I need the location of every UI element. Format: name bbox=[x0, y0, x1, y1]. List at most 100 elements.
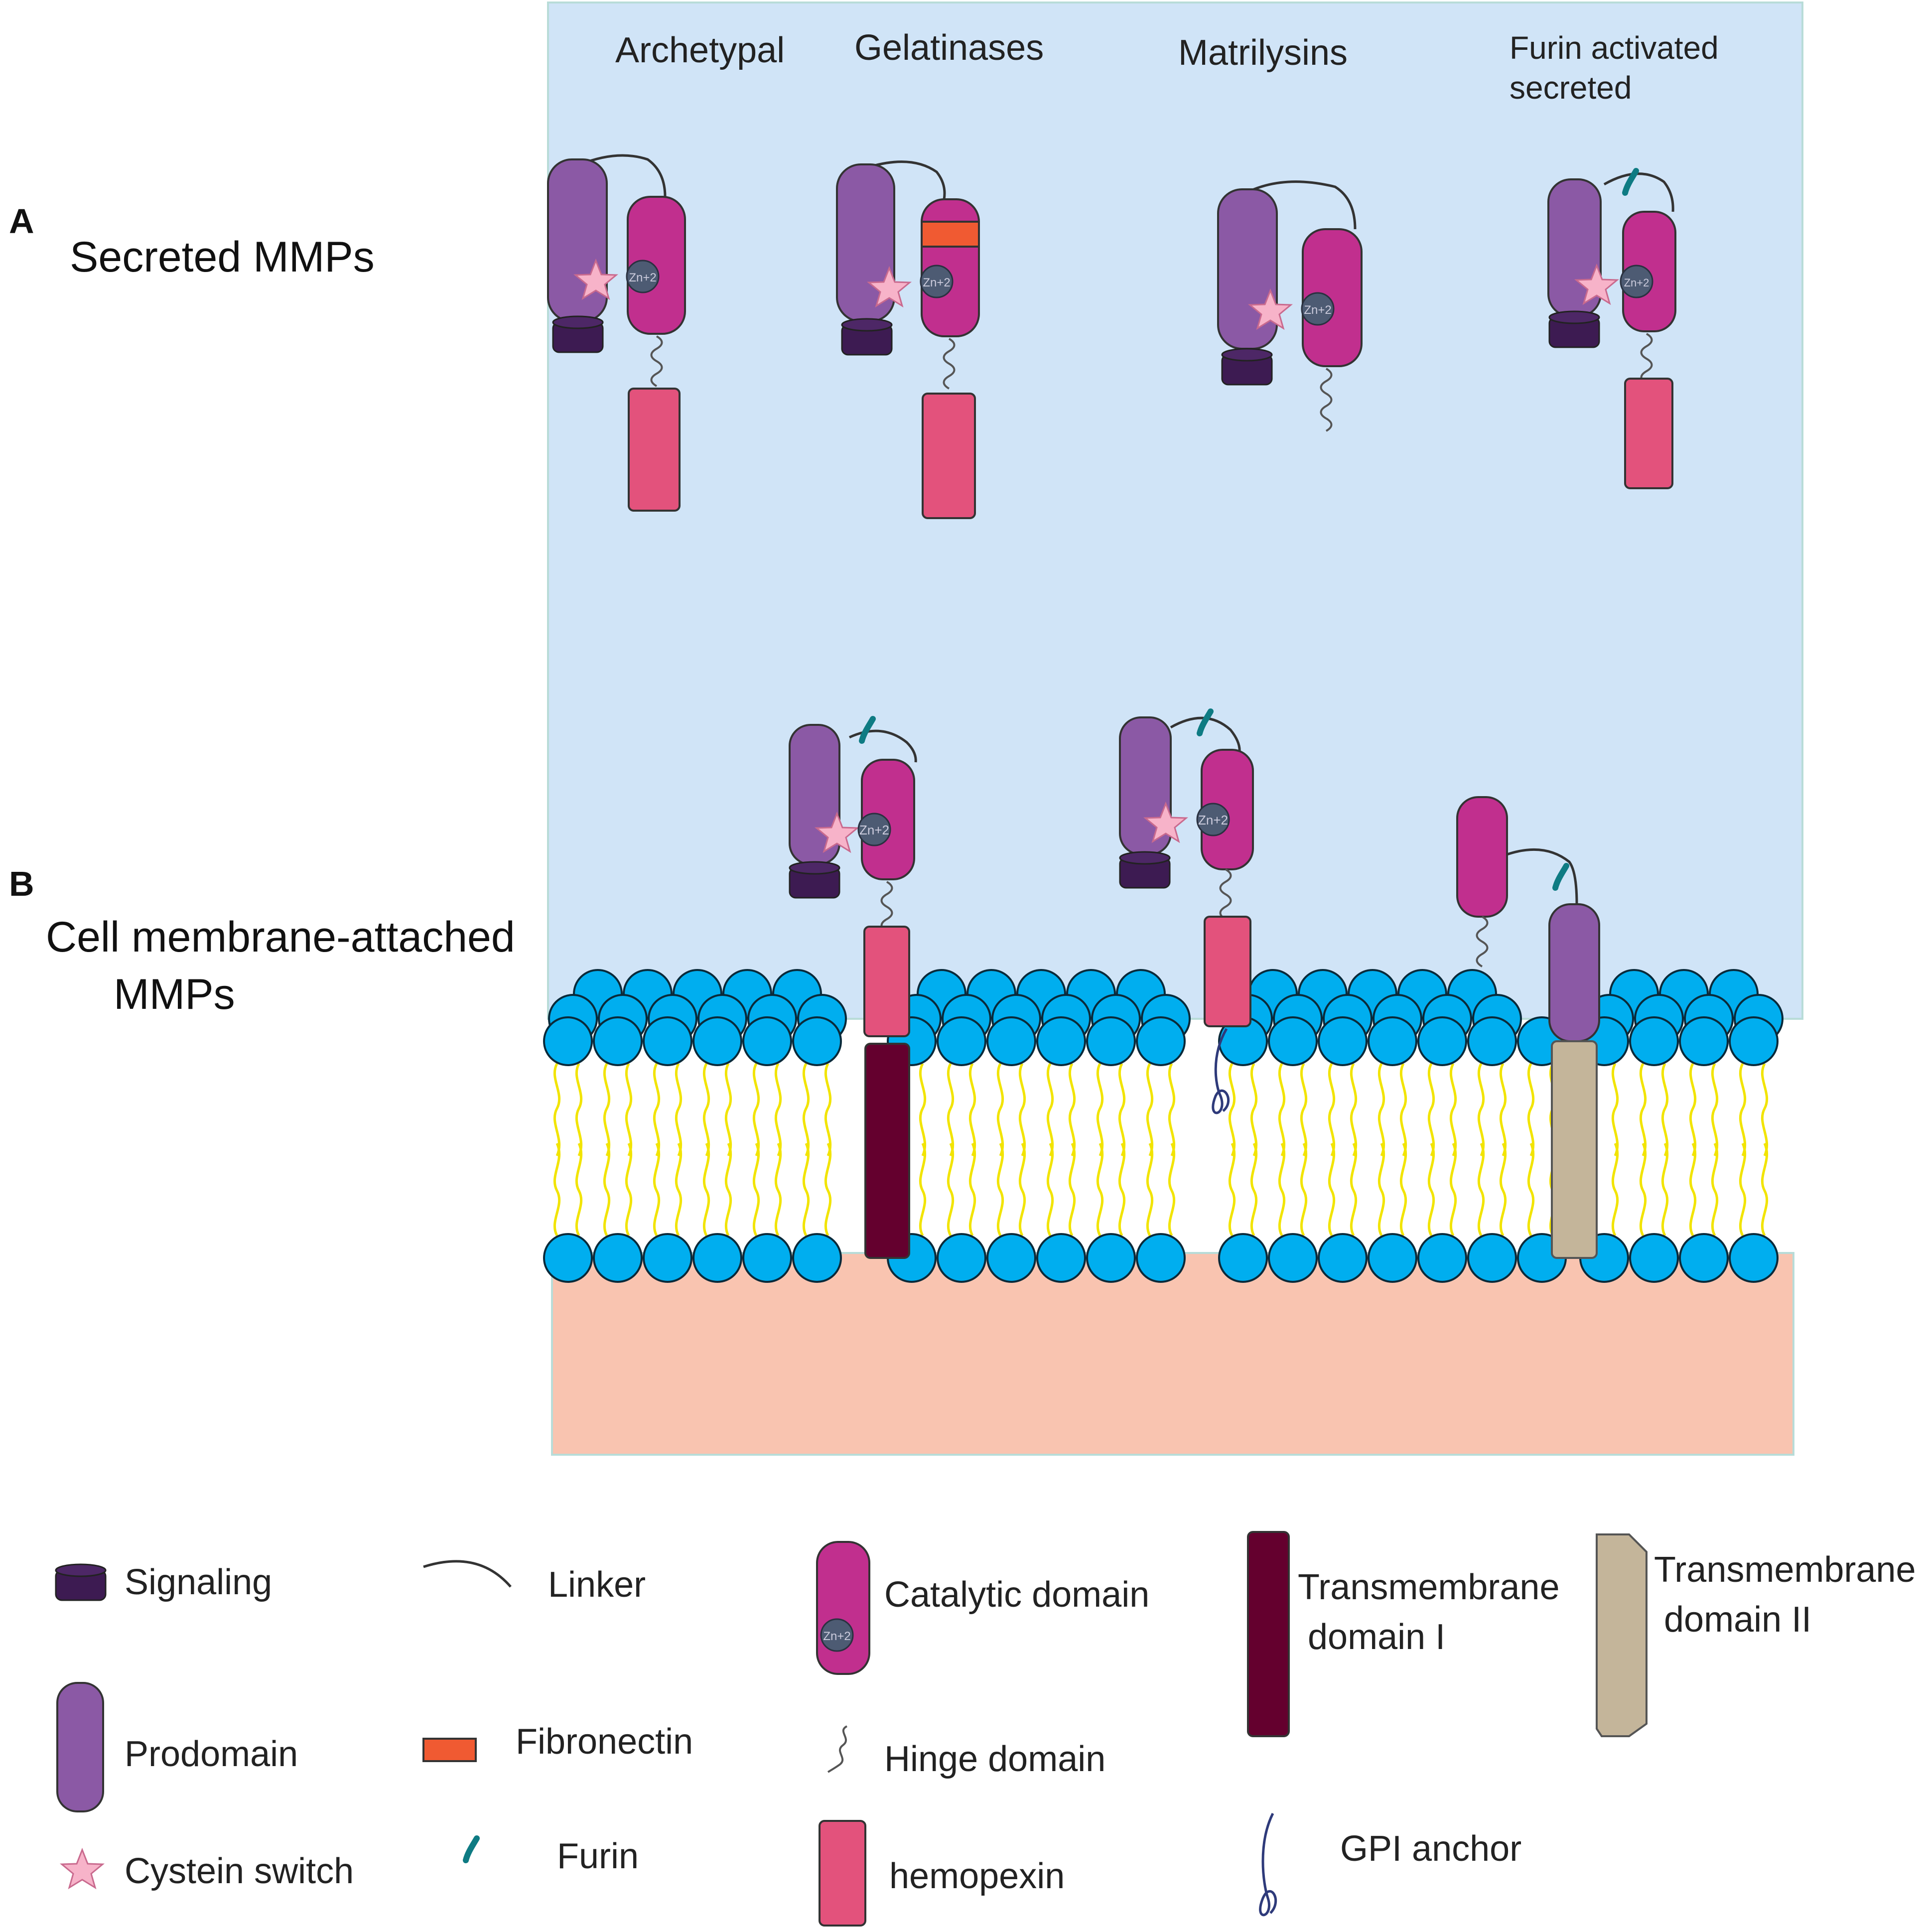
legend-hinge: Hinge domain bbox=[884, 1739, 1105, 1779]
lipid-tail bbox=[1351, 1143, 1356, 1236]
legend: Signaling Prodomain Cystein switch Linke… bbox=[55, 1531, 1916, 1927]
lipid-tail bbox=[1301, 1143, 1306, 1236]
legend-hinge-icon bbox=[827, 1725, 848, 1773]
lipid-head-inner bbox=[643, 1233, 692, 1283]
mmp-matrilysins: Zn+2 bbox=[1217, 180, 1363, 432]
lipid-tail bbox=[1613, 1143, 1617, 1236]
lipid-head-outer bbox=[593, 1016, 643, 1066]
mmp-gelatinases: Zn+2 bbox=[836, 160, 980, 519]
lipid-tail bbox=[1740, 1064, 1745, 1156]
lipid-tail bbox=[1251, 1064, 1256, 1156]
signaling bbox=[841, 318, 893, 356]
lipid-head-outer bbox=[1417, 1016, 1467, 1066]
lipid-head-outer bbox=[1036, 1016, 1086, 1066]
lipid-head-inner bbox=[1136, 1233, 1186, 1283]
lipid-tail bbox=[1070, 1143, 1074, 1236]
lipid-tail bbox=[920, 1143, 925, 1236]
lipid-tail bbox=[948, 1143, 953, 1236]
lipid-tail bbox=[1230, 1064, 1234, 1156]
lipid-tail bbox=[1230, 1143, 1234, 1236]
column-matrilysins: Matrilysins bbox=[1178, 33, 1348, 73]
legend-tm2-line1: Transmembrane bbox=[1654, 1550, 1916, 1590]
hemopexin bbox=[1204, 916, 1251, 1027]
legend-furin: Furin bbox=[557, 1836, 639, 1876]
lipid-tail bbox=[1690, 1064, 1695, 1156]
lipid-head-inner bbox=[1086, 1233, 1136, 1283]
legend-gpi: GPI anchor bbox=[1340, 1829, 1521, 1869]
lipid-tail bbox=[1641, 1143, 1645, 1236]
svg-text:Zn+2: Zn+2 bbox=[859, 823, 889, 837]
lipid-tail bbox=[1169, 1064, 1174, 1156]
lipid-tail bbox=[998, 1064, 1002, 1156]
lipid-head-outer bbox=[1467, 1016, 1517, 1066]
hemopexin bbox=[863, 926, 910, 1037]
lipid-head-inner bbox=[937, 1233, 986, 1283]
transmembrane-domain-1 bbox=[864, 1043, 910, 1259]
lipid-tail bbox=[1641, 1064, 1645, 1156]
lipid-tail bbox=[1379, 1064, 1383, 1156]
legend-gpi-icon bbox=[1259, 1812, 1277, 1917]
lipid-head-outer bbox=[937, 1016, 986, 1066]
lipid-head-outer bbox=[1318, 1016, 1368, 1066]
lipid-tail bbox=[776, 1143, 780, 1236]
lipid-tail bbox=[1740, 1143, 1745, 1236]
lipid-tail bbox=[1020, 1143, 1024, 1236]
lipid-head-inner bbox=[1629, 1233, 1679, 1283]
legend-linker-icon bbox=[423, 1560, 512, 1588]
signaling bbox=[1119, 851, 1171, 889]
svg-text:Zn+2: Zn+2 bbox=[1624, 276, 1649, 289]
lipid-tail bbox=[1712, 1064, 1717, 1156]
column-furin-line1: Furin activated bbox=[1510, 30, 1719, 66]
lipid-tail bbox=[1048, 1143, 1052, 1236]
svg-text:Zn+2: Zn+2 bbox=[823, 1630, 850, 1643]
lipid-head-inner bbox=[593, 1233, 643, 1283]
lipid-head-outer bbox=[1268, 1016, 1318, 1066]
legend-tm1-line2: domain I bbox=[1308, 1617, 1445, 1657]
lipid-tail bbox=[1762, 1143, 1767, 1236]
prodomain bbox=[1217, 188, 1278, 350]
svg-text:Zn+2: Zn+2 bbox=[923, 276, 950, 289]
lipid-head-outer bbox=[1368, 1016, 1417, 1066]
catalytic-domain bbox=[1456, 796, 1508, 918]
lipid-head-inner bbox=[1679, 1233, 1729, 1283]
lipid-tail bbox=[704, 1143, 708, 1236]
legend-prodomain: Prodomain bbox=[125, 1734, 298, 1774]
svg-text:Zn+2: Zn+2 bbox=[1304, 303, 1331, 317]
lipid-tail bbox=[825, 1143, 830, 1236]
linker bbox=[580, 154, 667, 197]
lipid-head-inner bbox=[1218, 1233, 1268, 1283]
lipid-tail bbox=[1501, 1143, 1505, 1236]
extracellular-space bbox=[547, 1, 1803, 1020]
legend-signaling-icon bbox=[55, 1563, 107, 1601]
lipid-head-inner bbox=[1417, 1233, 1467, 1283]
lipid-tail bbox=[1690, 1143, 1695, 1236]
lipid-tail bbox=[1329, 1143, 1334, 1236]
column-archetypal: Archetypal bbox=[615, 30, 785, 70]
legend-cystein-switch: Cystein switch bbox=[125, 1851, 354, 1891]
lipid-tail bbox=[554, 1143, 559, 1236]
legend-tm1-icon bbox=[1247, 1531, 1290, 1737]
lipid-tail bbox=[970, 1064, 974, 1156]
lipid-tail bbox=[1762, 1064, 1767, 1156]
lipid-tail bbox=[1147, 1143, 1152, 1236]
lipid-tail bbox=[804, 1143, 808, 1236]
lipid-tail bbox=[704, 1064, 708, 1156]
lipid-head-outer bbox=[1729, 1016, 1779, 1066]
lipid-tail bbox=[1712, 1143, 1717, 1236]
column-furin-line2: secreted bbox=[1510, 70, 1632, 106]
panel-b-letter: B bbox=[9, 864, 34, 903]
lipid-tail bbox=[804, 1064, 808, 1156]
lipid-tail bbox=[1048, 1064, 1052, 1156]
lipid-tail bbox=[1479, 1143, 1483, 1236]
lipid-head-outer bbox=[1629, 1016, 1679, 1066]
legend-tm2-line2: domain II bbox=[1664, 1600, 1811, 1640]
column-gelatinases: Gelatinases bbox=[854, 28, 1044, 68]
lipid-tail bbox=[1169, 1143, 1174, 1236]
lipid-tail bbox=[1451, 1143, 1455, 1236]
lipid-head-inner bbox=[543, 1233, 593, 1283]
lipid-tail bbox=[554, 1064, 559, 1156]
lipid-tail bbox=[626, 1143, 631, 1236]
legend-prodomain-icon bbox=[56, 1682, 104, 1812]
lipid-tail bbox=[920, 1064, 925, 1156]
hemopexin bbox=[922, 393, 976, 519]
